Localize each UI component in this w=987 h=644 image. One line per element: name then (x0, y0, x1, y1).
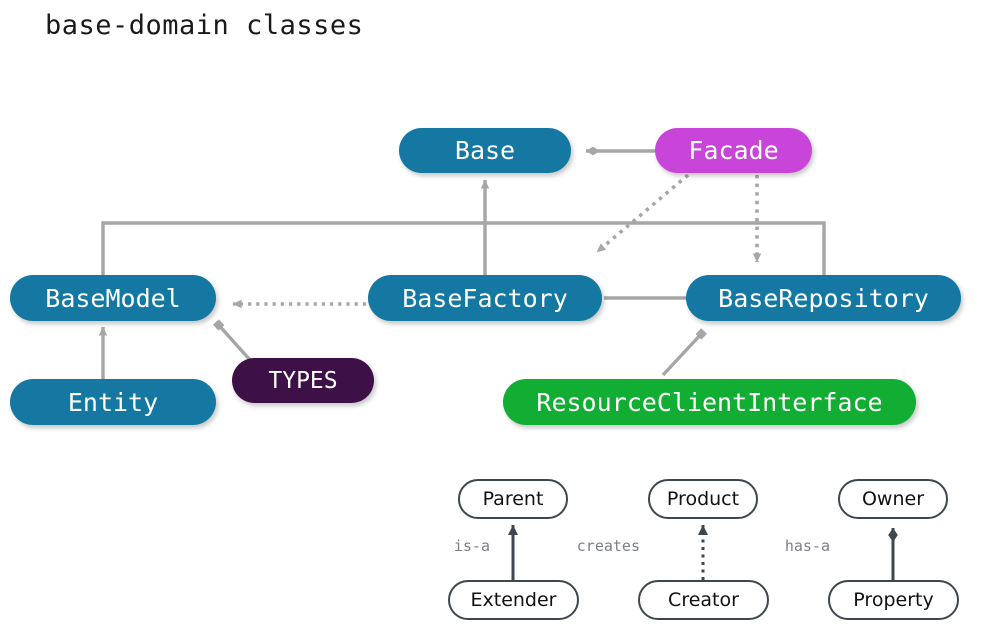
edge-resourceclient-to-baserepository (661, 328, 707, 377)
legend-node-creator[interactable]: Creator (638, 580, 769, 620)
legend-node-label: Product (666, 488, 740, 510)
legend-label-text: has-a (784, 537, 830, 555)
legend-node-extender[interactable]: Extender (448, 580, 579, 620)
node-label: Facade (688, 136, 779, 165)
legend-node-label: Owner (861, 488, 925, 510)
edge-facade-to-basefactory (595, 173, 690, 254)
legend-label-has-a: has-a (745, 537, 830, 555)
legend-label-text: creates (576, 537, 640, 555)
legend-node-owner[interactable]: Owner (838, 479, 948, 519)
legend-label-creates: creates (555, 537, 640, 555)
node-base-factory[interactable]: BaseFactory (368, 275, 602, 321)
node-base[interactable]: Base (399, 128, 571, 173)
legend-label-text: is-a (453, 537, 490, 555)
node-label: ResourceClientInterface (536, 387, 883, 417)
legend-node-parent[interactable]: Parent (458, 479, 568, 519)
legend-node-product[interactable]: Product (648, 479, 758, 519)
node-label: BaseModel (45, 283, 181, 313)
node-base-model[interactable]: BaseModel (10, 275, 216, 321)
node-base-repository[interactable]: BaseRepository (686, 275, 961, 321)
legend-node-label: Property (853, 589, 934, 611)
node-label: Base (454, 136, 516, 165)
node-resource-client-interface[interactable]: ResourceClientInterface (503, 379, 916, 425)
legend-node-label: Parent (482, 488, 544, 510)
node-label: BaseRepository (718, 283, 929, 313)
legend-node-label: Creator (668, 589, 739, 611)
legend-node-label: Extender (470, 589, 557, 611)
legend-label-is-a: is-a (405, 537, 490, 555)
node-label: BaseFactory (402, 283, 568, 313)
node-facade[interactable]: Facade (655, 128, 812, 173)
legend-node-property[interactable]: Property (828, 580, 959, 620)
node-label: TYPES (268, 367, 338, 394)
node-types[interactable]: TYPES (232, 358, 374, 403)
edge-inheritance-bus (101, 179, 826, 275)
node-label: Entity (67, 387, 159, 417)
node-entity[interactable]: Entity (10, 379, 216, 425)
page-title: base-domain classes (45, 10, 364, 41)
edge-types-to-basemodel (213, 319, 252, 362)
